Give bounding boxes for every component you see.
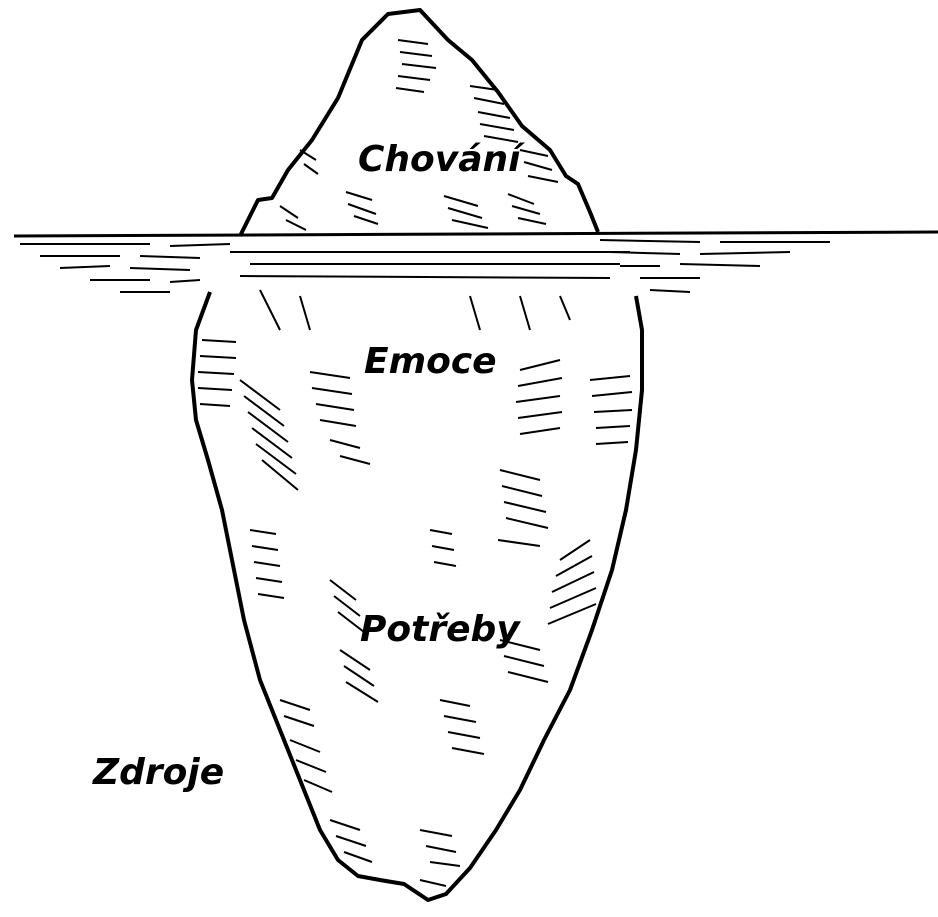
label-emotions: Emoce	[364, 344, 497, 380]
label-needs: Potřeby	[360, 612, 520, 648]
water-surface	[14, 232, 938, 292]
iceberg-body-outline	[192, 292, 642, 900]
label-behavior: Chování	[358, 142, 521, 178]
iceberg-tip-outline	[240, 10, 598, 236]
label-resources: Zdroje	[93, 755, 224, 791]
